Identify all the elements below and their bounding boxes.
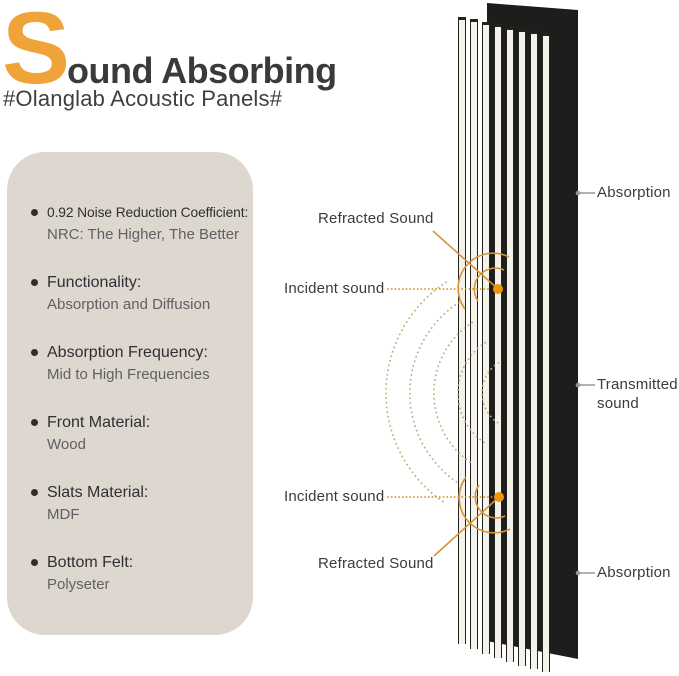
feature-title: Absorption Frequency: [47, 344, 208, 361]
label-transmitted-sound: Transmitted sound [597, 375, 678, 413]
bullet-dot-icon [31, 279, 38, 286]
label-absorption-top: Absorption [597, 184, 671, 201]
feature-title: Slats Material: [47, 484, 149, 501]
label-transmitted-line1: Transmitted [597, 376, 678, 393]
label-incident-sound-lower: Incident sound [284, 488, 385, 505]
feature-item-frequency: Absorption Frequency: Mid to High Freque… [31, 342, 243, 386]
feature-detail: MDF [47, 506, 80, 523]
feature-detail: Polyseter [47, 576, 110, 593]
page-subtitle: #Olanglab Acoustic Panels# [3, 86, 283, 111]
feature-title: Functionality: [47, 274, 142, 291]
feature-detail: Absorption and Diffusion [47, 296, 211, 313]
bullet-dot-icon [31, 349, 38, 356]
panel-slat [542, 33, 550, 672]
title-drop-cap: S [2, 0, 70, 105]
bullet-dot-icon [31, 419, 38, 426]
panel-slat [482, 22, 490, 654]
page-title: Sound Absorbing [2, 0, 337, 107]
feature-item-functionality: Functionality: Absorption and Diffusion [31, 272, 243, 316]
panel-slat [518, 29, 526, 666]
title-text: ound Absorbing [67, 50, 337, 91]
panel-slat [458, 17, 466, 644]
feature-detail: Mid to High Frequencies [47, 366, 210, 383]
feature-detail: Wood [47, 436, 86, 453]
label-refracted-sound-upper: Refracted Sound [318, 210, 434, 227]
label-absorption-bottom: Absorption [597, 564, 671, 581]
feature-detail: NRC: The Higher, The Better [47, 226, 240, 243]
bullet-dot-icon [31, 559, 38, 566]
feature-item-slats-material: Slats Material: MDF [31, 482, 243, 526]
feature-item-nrc: 0.92 Noise Reduction Coefficient: NRC: T… [31, 202, 249, 246]
panel-slat [470, 19, 478, 649]
feature-item-bottom-felt: Bottom Felt: Polyseter [31, 552, 243, 596]
feature-item-front-material: Front Material: Wood [31, 412, 243, 456]
feature-title: 0.92 Noise Reduction Coefficient: [47, 205, 249, 220]
bullet-dot-icon [31, 489, 38, 496]
panel-slat [530, 31, 538, 669]
feature-title: Bottom Felt: [47, 554, 134, 571]
feature-title: Front Material: [47, 414, 151, 431]
panel-slat [506, 27, 514, 662]
label-transmitted-line2: sound [597, 395, 639, 412]
panel-slat [494, 24, 502, 658]
features-card: 0.92 Noise Reduction Coefficient: NRC: T… [7, 152, 253, 635]
bullet-dot-icon [31, 209, 38, 216]
callout-connectors-icon [575, 190, 595, 576]
label-refracted-sound-lower: Refracted Sound [318, 555, 434, 572]
label-incident-sound-upper: Incident sound [284, 280, 385, 297]
